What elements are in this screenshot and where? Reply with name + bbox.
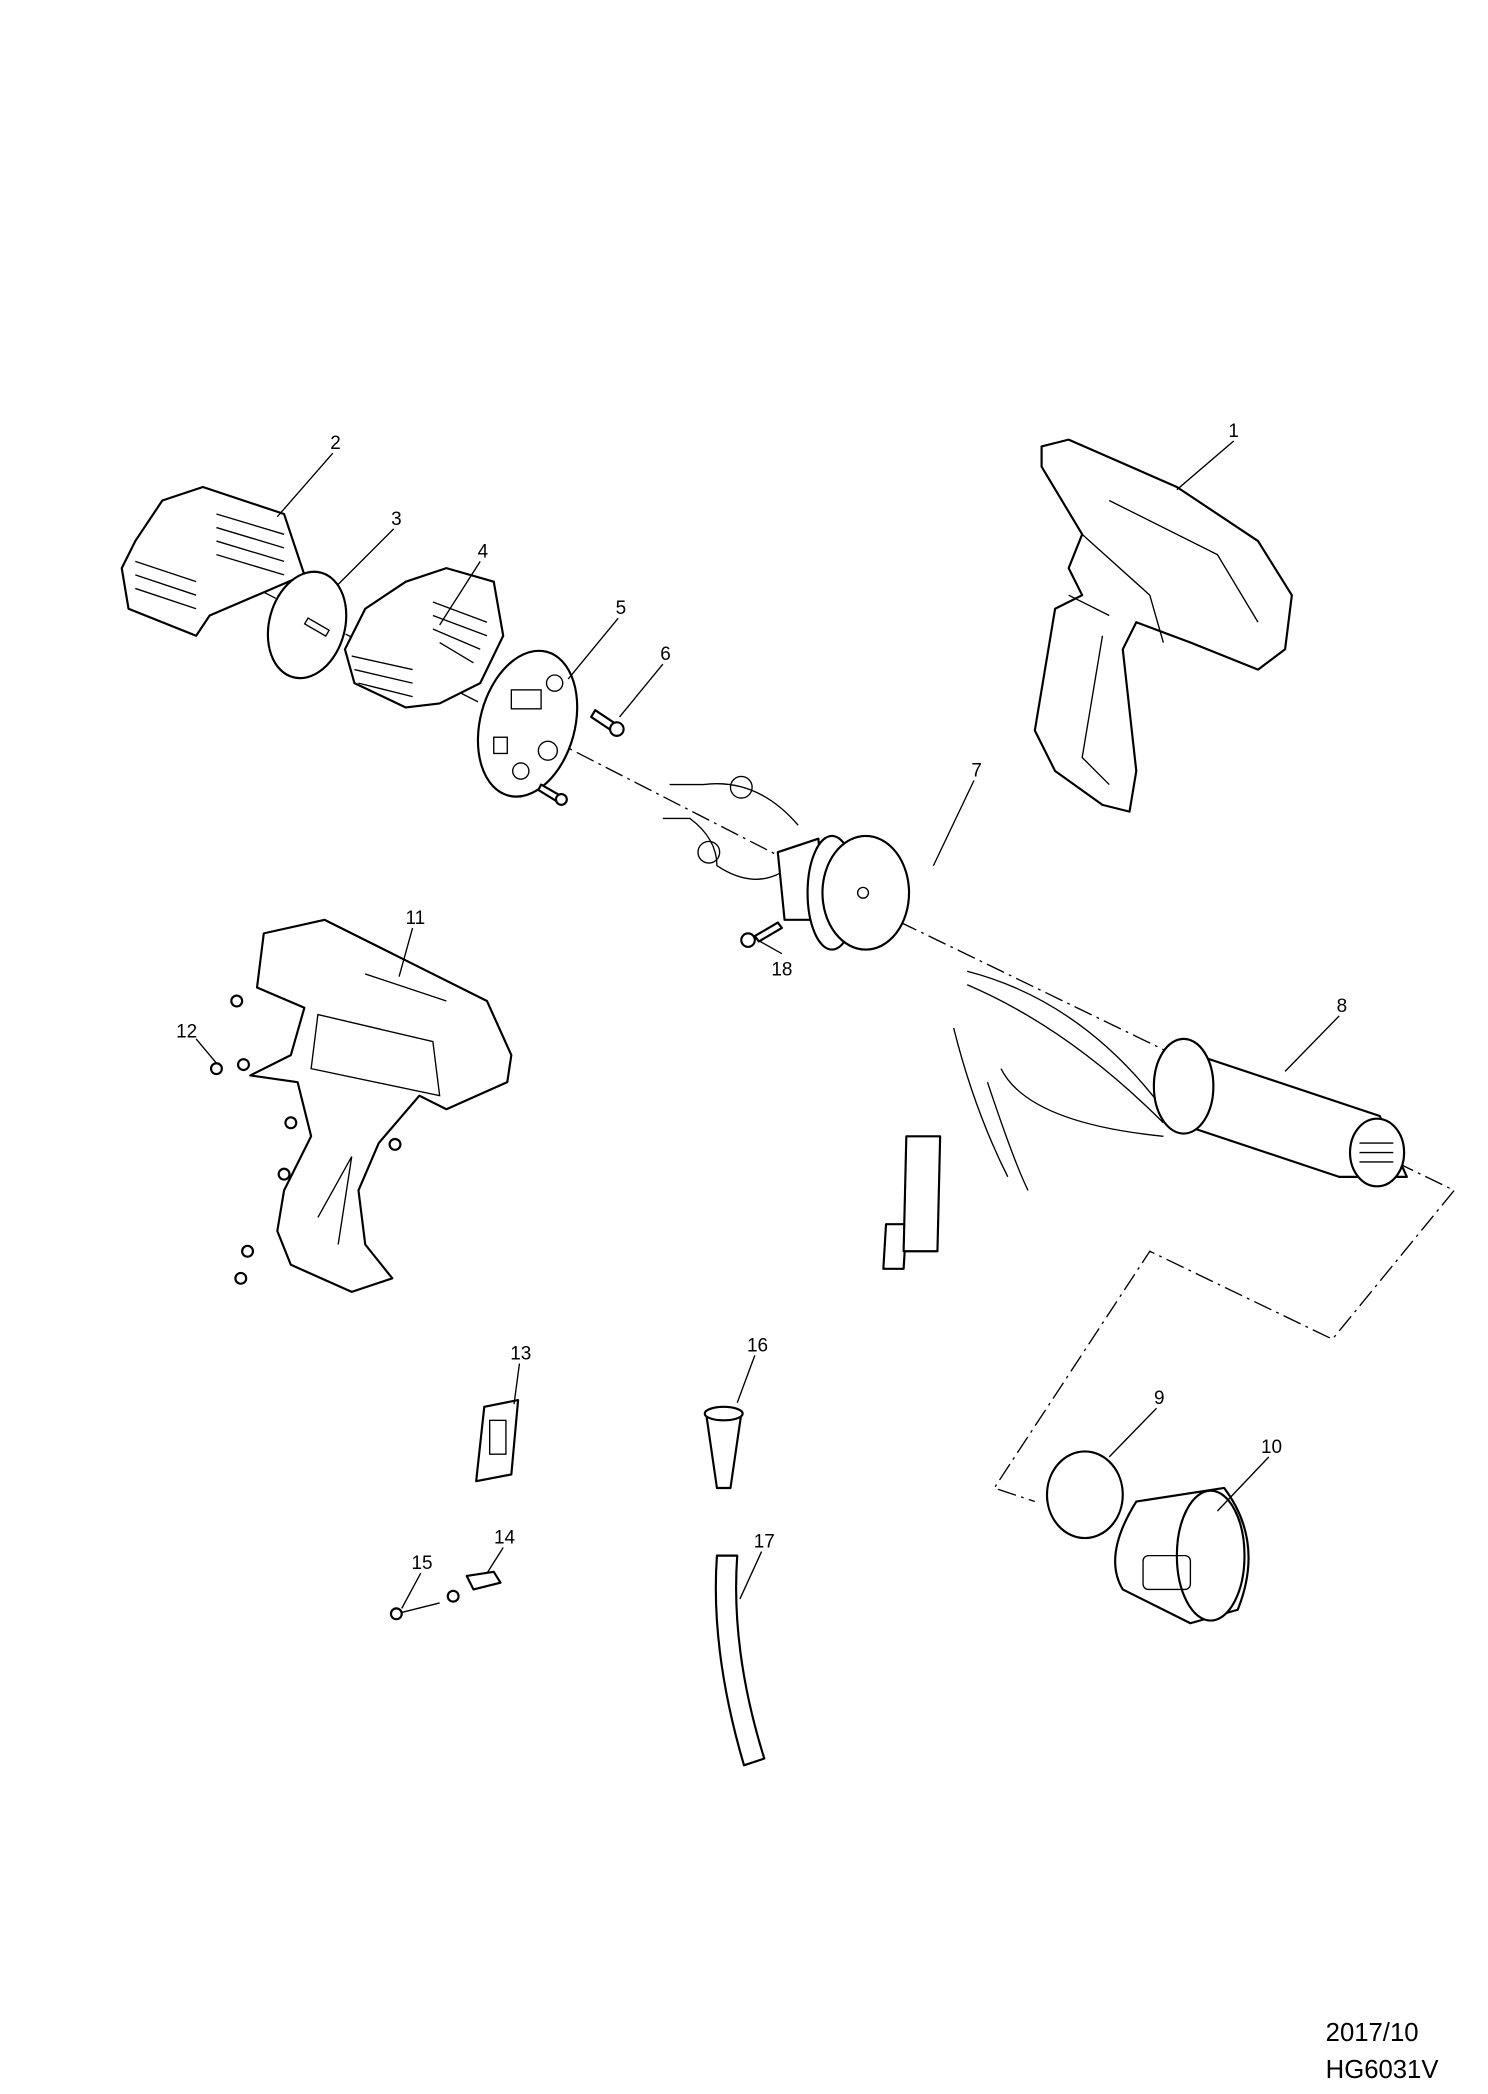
part-10-nozzle-sleeve (1114, 1486, 1250, 1625)
part-7-motor-fan (662, 775, 911, 951)
part-label-2: 2 (330, 433, 341, 454)
part-label-16: 16 (747, 1335, 768, 1356)
part-label-4: 4 (478, 541, 489, 562)
part-9-ring (1045, 1450, 1124, 1540)
part-label-6: 6 (660, 644, 671, 665)
part-12-screws (209, 994, 402, 1285)
part-5-plate (476, 649, 579, 798)
part-label-1: 1 (1228, 421, 1239, 442)
part-4-fan-guard (343, 567, 505, 709)
part-18-screw (740, 921, 783, 948)
part-15-screws (389, 1589, 460, 1621)
part-17-power-cord (714, 1554, 766, 1767)
part-label-5: 5 (616, 598, 627, 619)
footer-date: 2017/10 (1326, 2019, 1419, 2047)
footer-model: HG6031V (1326, 2056, 1440, 2084)
part-label-15: 15 (412, 1553, 433, 1574)
part-label-17: 17 (754, 1532, 775, 1553)
part-label-7: 7 (971, 760, 982, 781)
part-label-13: 13 (510, 1343, 531, 1364)
part-label-11: 11 (405, 908, 425, 929)
part-11-housing-left (249, 918, 513, 1293)
part-label-12: 12 (176, 1022, 197, 1043)
part-label-3: 3 (391, 509, 402, 530)
part-label-9: 9 (1154, 1388, 1165, 1409)
part-3-slot (303, 617, 331, 638)
part-16-cord-guard (703, 1405, 744, 1490)
part-14-cord-clamp (465, 1570, 502, 1591)
part-1-housing-right (1033, 438, 1293, 813)
part-label-10: 10 (1261, 1437, 1282, 1458)
part-6-screw (537, 709, 625, 806)
part-label-18: 18 (771, 959, 792, 980)
part-2-rear-cover (120, 485, 306, 637)
part-8-heating-barrel (882, 970, 1408, 1270)
part-label-8: 8 (1337, 996, 1348, 1017)
leader-lines (195, 440, 1340, 1609)
part-13-switch (475, 1398, 520, 1483)
part-label-14: 14 (494, 1527, 515, 1548)
